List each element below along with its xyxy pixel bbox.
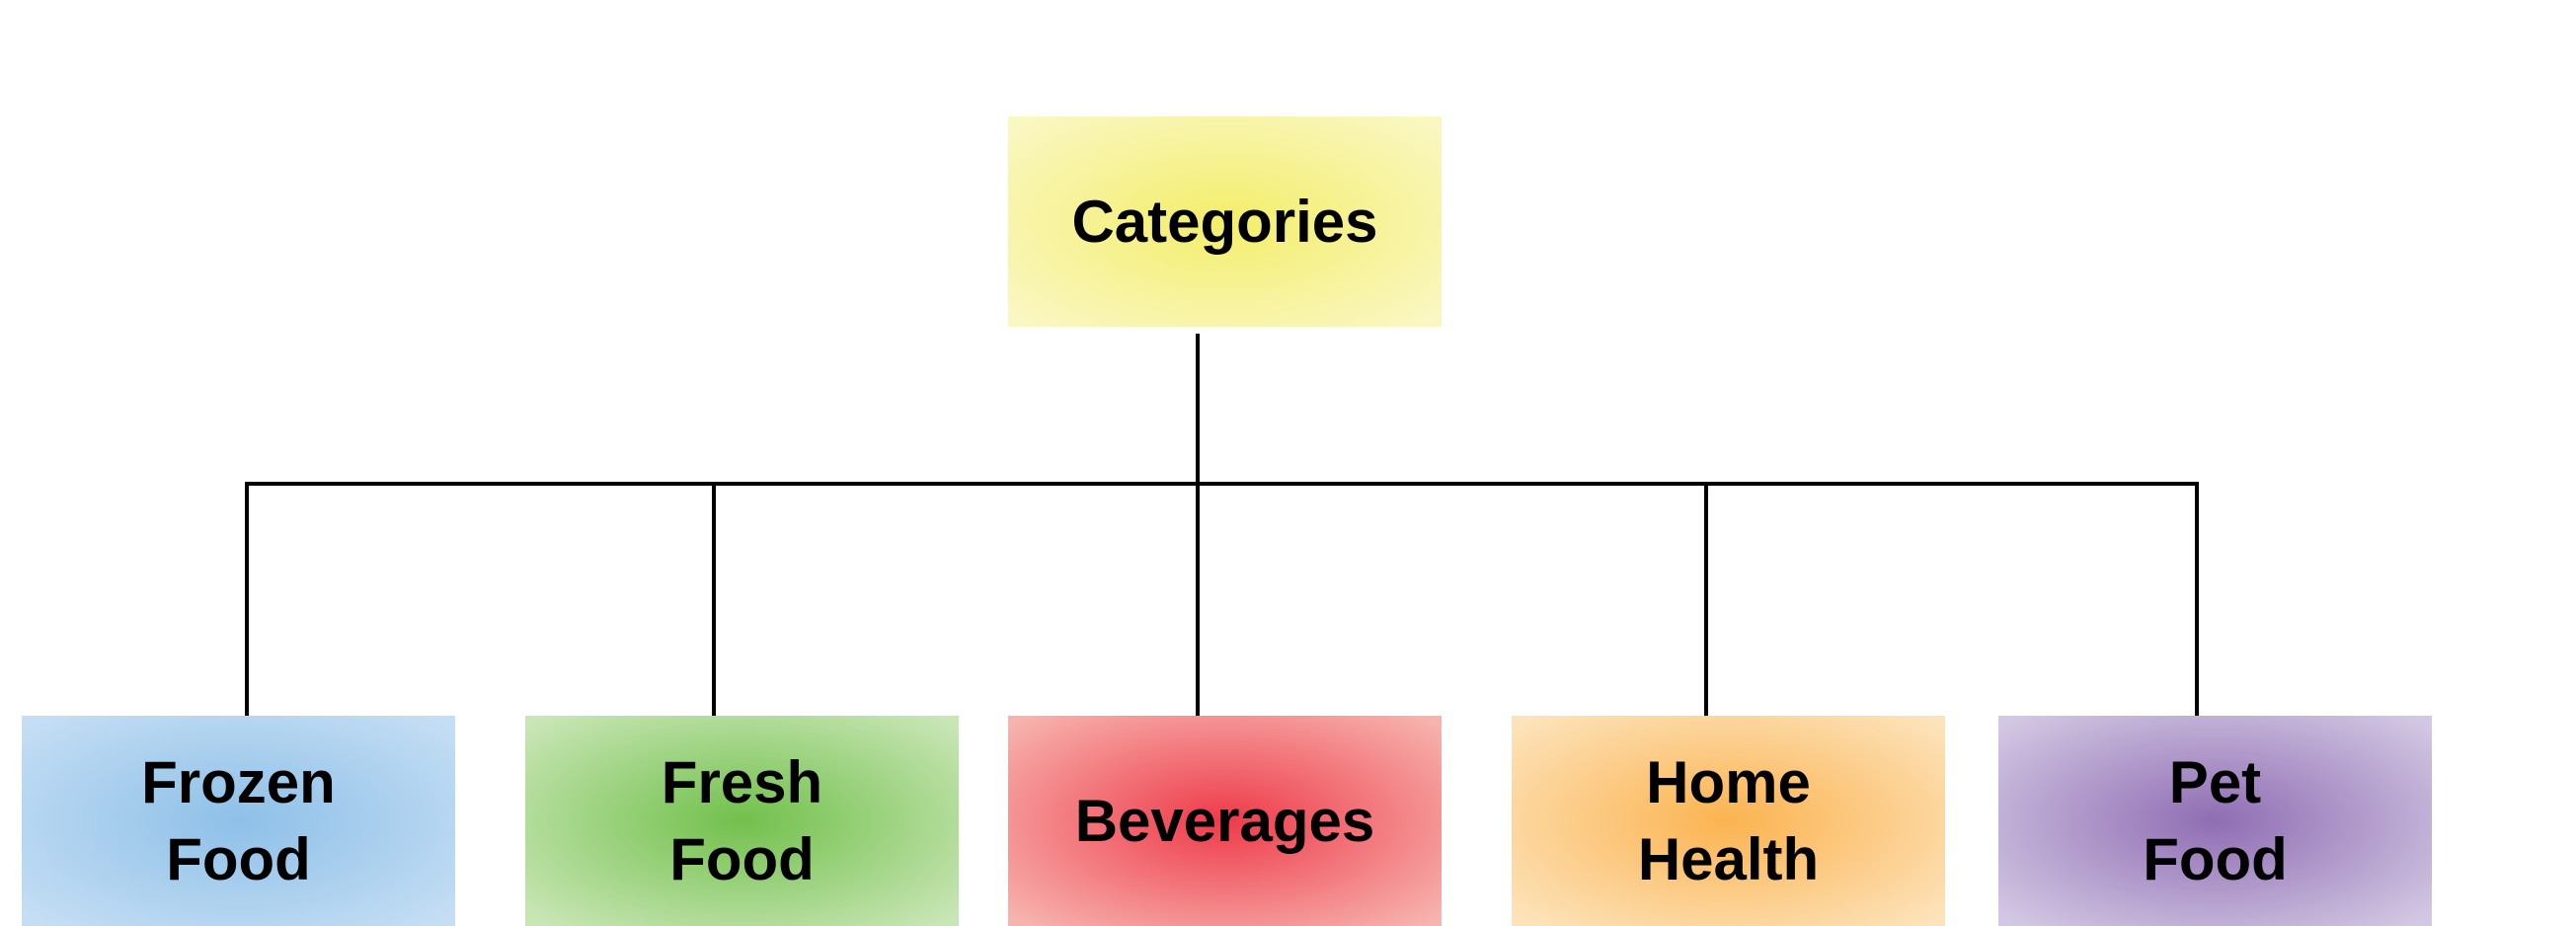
child-node-label-line2: Food <box>166 825 311 892</box>
child-node-label-line1: Beverages <box>1074 787 1375 854</box>
child-node-frozen-food: Frozen Food <box>22 716 455 926</box>
child-node-fresh-food: Fresh Food <box>525 716 959 926</box>
child-node-label-line1: Pet <box>2168 748 2262 815</box>
root-node-categories: Categories <box>1008 116 1442 327</box>
child-node-label-line2: Health <box>1637 825 1820 892</box>
child-node-home-health: Home Health <box>1512 716 1945 926</box>
child-node-label-line2: Food <box>669 825 815 892</box>
child-node-beverages: Beverages <box>1008 716 1442 926</box>
child-node-label-line2: Food <box>2143 825 2288 892</box>
child-node-label-line1: Home <box>1646 748 1811 815</box>
child-node-pet-food: Pet Food <box>1998 716 2432 926</box>
child-node-label-line1: Fresh <box>661 748 823 815</box>
root-node-label: Categories <box>1071 188 1378 255</box>
child-node-label-line1: Frozen <box>141 748 336 815</box>
